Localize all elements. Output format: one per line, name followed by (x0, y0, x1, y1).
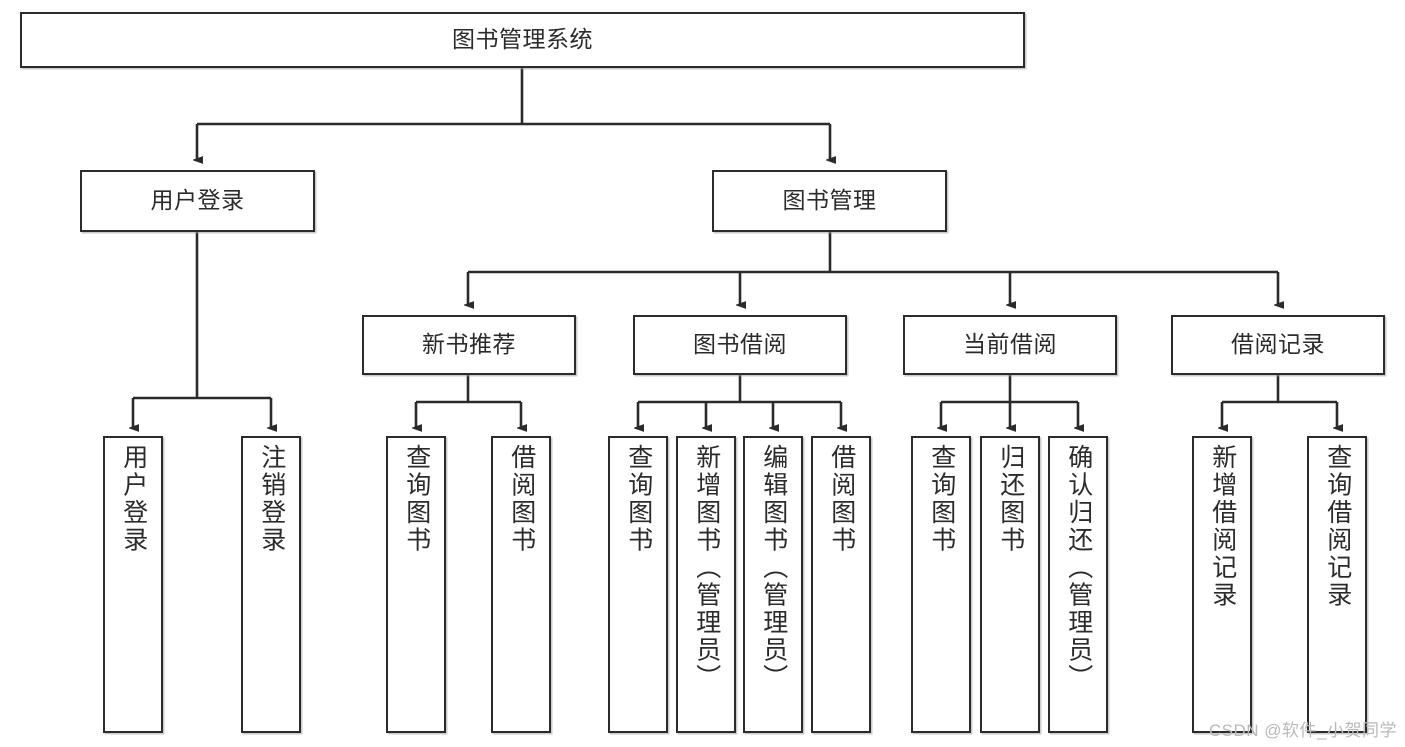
node-root-system[interactable]: 图书管理系统 (20, 12, 1025, 68)
node-label: 用户登录 (150, 187, 245, 214)
node-book-management[interactable]: 图书管理 (712, 170, 947, 232)
node-label: 确认归还（管理员） (1064, 444, 1093, 692)
node-leaf-query-book-3[interactable]: 查询图书 (911, 436, 971, 733)
node-new-book-recommend[interactable]: 新书推荐 (362, 315, 576, 375)
node-label: 借阅图书 (827, 444, 856, 554)
node-label: 新增图书（管理员） (692, 444, 721, 692)
node-label: 编辑图书（管理员） (759, 444, 788, 692)
node-leaf-confirm-return[interactable]: 确认归还（管理员） (1048, 436, 1108, 733)
node-book-borrow[interactable]: 图书借阅 (633, 315, 847, 375)
node-label: 当前借阅 (963, 331, 1057, 358)
node-label: 新书推荐 (422, 331, 516, 358)
node-label: 新增借阅记录 (1208, 444, 1237, 609)
node-label: 图书借阅 (693, 331, 787, 358)
node-borrow-record[interactable]: 借阅记录 (1171, 315, 1385, 375)
node-label: 查询图书 (402, 444, 431, 554)
node-label: 借阅记录 (1231, 331, 1325, 358)
node-leaf-logout-login[interactable]: 注销登录 (241, 436, 301, 733)
node-leaf-user-login[interactable]: 用户登录 (103, 436, 163, 733)
node-label: 查询借阅记录 (1323, 444, 1352, 609)
node-leaf-borrow-book-1[interactable]: 借阅图书 (491, 436, 551, 733)
node-leaf-query-book-2[interactable]: 查询图书 (608, 436, 668, 733)
node-leaf-add-record[interactable]: 新增借阅记录 (1192, 436, 1252, 733)
node-leaf-add-book[interactable]: 新增图书（管理员） (676, 436, 736, 733)
node-label: 查询图书 (624, 444, 653, 554)
node-label: 借阅图书 (507, 444, 536, 554)
node-user-login[interactable]: 用户登录 (80, 170, 315, 232)
node-leaf-query-record[interactable]: 查询借阅记录 (1307, 436, 1367, 733)
node-leaf-borrow-book-2[interactable]: 借阅图书 (811, 436, 871, 733)
node-leaf-return-book[interactable]: 归还图书 (980, 436, 1040, 733)
node-leaf-query-book-1[interactable]: 查询图书 (386, 436, 446, 733)
node-label: 归还图书 (996, 444, 1025, 554)
csdn-watermark: CSDN @软件_小贺同学 (1208, 721, 1397, 740)
node-label: 图书管理系统 (452, 26, 593, 53)
node-leaf-edit-book[interactable]: 编辑图书（管理员） (743, 436, 803, 733)
node-label: 用户登录 (119, 444, 148, 554)
node-label: 图书管理 (782, 187, 877, 214)
node-label: 查询图书 (927, 444, 956, 554)
node-current-borrow[interactable]: 当前借阅 (903, 315, 1117, 375)
node-label: 注销登录 (257, 444, 286, 554)
